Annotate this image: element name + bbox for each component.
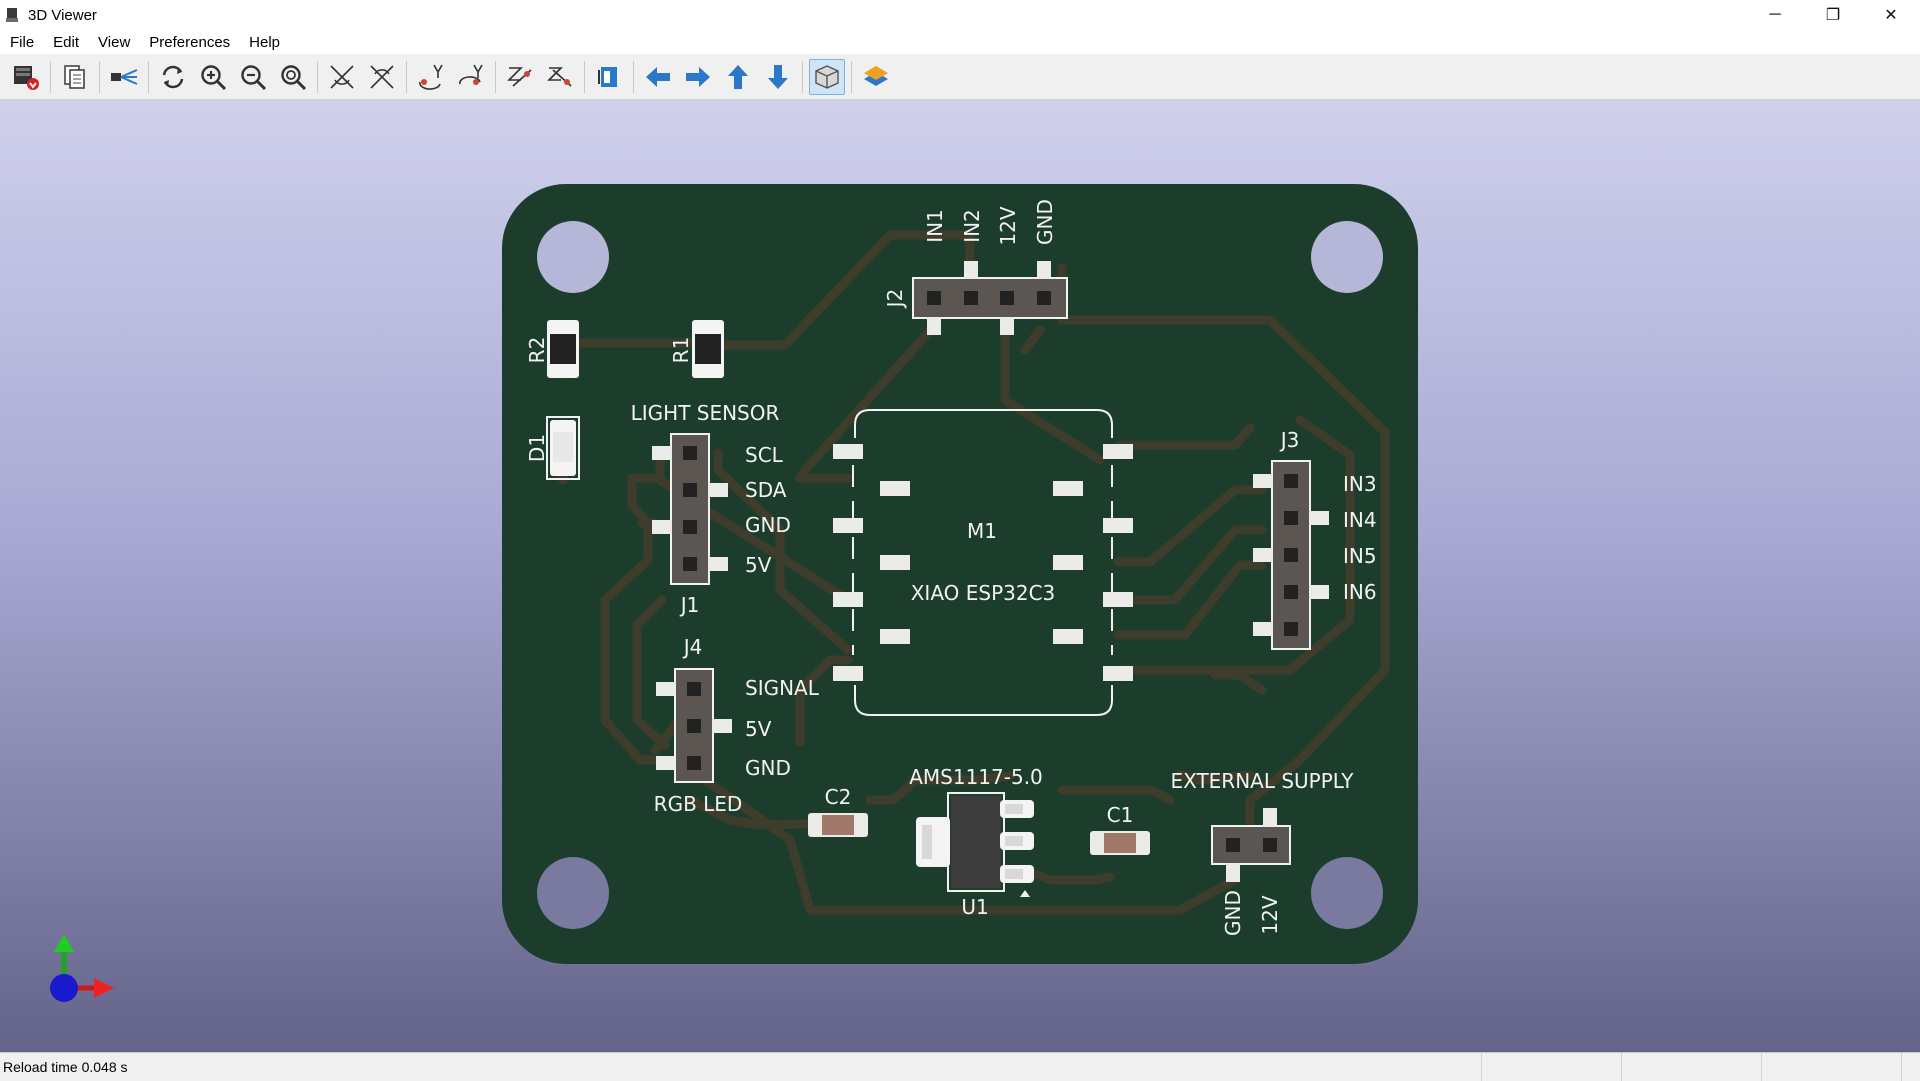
title-bar: 3D Viewer ─ ❐ ✕ xyxy=(0,0,1920,30)
j1-pin-gnd: GND xyxy=(745,513,791,537)
connector-external-supply: EXTERNAL SUPPLY GND 12V xyxy=(1170,769,1354,936)
j2-label: J2 xyxy=(883,289,907,310)
status-bar: Reload time 0.048 s xyxy=(0,1052,1920,1081)
pcb-board xyxy=(502,184,1418,964)
j3-pin-in3: IN3 xyxy=(1343,472,1377,496)
zoom-out-icon[interactable] xyxy=(235,59,271,95)
capacitor-c1: C1 xyxy=(1090,803,1150,855)
pan-right-icon[interactable] xyxy=(680,59,716,95)
m1-value: XIAO ESP32C3 xyxy=(911,581,1056,605)
menu-edit[interactable]: Edit xyxy=(53,33,80,51)
rotate-z-ccw-icon[interactable] xyxy=(542,59,578,95)
mounting-hole xyxy=(1311,221,1383,293)
module-m1: M1 XIAO ESP32C3 xyxy=(833,409,1133,716)
j1-pin-scl: SCL xyxy=(745,443,784,467)
reload-icon[interactable] xyxy=(155,59,191,95)
pan-left-icon[interactable] xyxy=(640,59,676,95)
ext-pin-gnd: GND xyxy=(1221,890,1245,936)
u1-value: AMS1117-5.0 xyxy=(909,765,1043,789)
rotate-x-cw-icon[interactable] xyxy=(324,59,360,95)
j2-pin-12v: 12V xyxy=(996,206,1020,245)
r1-label: R1 xyxy=(669,337,693,364)
light-sensor-label: LIGHT SENSOR xyxy=(631,401,780,425)
capacitor-c2: C2 xyxy=(808,785,868,837)
layers-icon[interactable] xyxy=(858,59,894,95)
flip-board-icon[interactable] xyxy=(591,59,627,95)
rotate-x-ccw-icon[interactable] xyxy=(364,59,400,95)
pan-down-icon[interactable] xyxy=(760,59,796,95)
zoom-in-icon[interactable] xyxy=(195,59,231,95)
c1-label: C1 xyxy=(1107,803,1134,827)
j3-pin-in5: IN5 xyxy=(1343,544,1377,568)
mounting-hole xyxy=(1311,857,1383,929)
j3-pin-in4: IN4 xyxy=(1343,508,1377,532)
window-title: 3D Viewer xyxy=(28,6,97,24)
menu-bar: File Edit View Preferences Help xyxy=(0,30,1920,54)
axis-gizmo xyxy=(50,934,114,1002)
status-cell-empty xyxy=(1482,1053,1622,1081)
connector-j4: J4 SIGNAL 5V GND RGB LED xyxy=(654,635,820,816)
resistor-r2: R2 xyxy=(525,320,579,378)
close-button[interactable]: ✕ xyxy=(1884,7,1898,24)
j1-pin-5v: 5V xyxy=(745,553,772,577)
copy-icon[interactable] xyxy=(57,59,93,95)
status-reload-time: Reload time 0.048 s xyxy=(0,1053,1482,1081)
j4-pin-gnd: GND xyxy=(745,756,791,780)
connector-j3: J3 IN3 IN4 IN5 IN6 xyxy=(1253,428,1377,650)
external-supply-label: EXTERNAL SUPPLY xyxy=(1170,769,1354,793)
3d-viewport[interactable]: R2 R1 D1 J2 IN1 IN2 xyxy=(0,100,1920,1052)
rotate-y-cw-icon[interactable] xyxy=(413,59,449,95)
j3-pin-in6: IN6 xyxy=(1343,580,1377,604)
rotate-y-ccw-icon[interactable] xyxy=(453,59,489,95)
m1-label: M1 xyxy=(967,519,997,543)
u1-label: U1 xyxy=(961,895,988,919)
toolbar xyxy=(0,54,1920,100)
j4-pin-signal: SIGNAL xyxy=(745,676,820,700)
mounting-hole xyxy=(537,857,609,929)
resistor-r1: R1 xyxy=(669,320,724,378)
minimize-button[interactable]: ─ xyxy=(1769,6,1781,23)
zoom-fit-icon[interactable] xyxy=(275,59,311,95)
connector-j2: J2 IN1 IN2 12V GND xyxy=(883,199,1068,335)
copper-traces xyxy=(558,230,1390,915)
c2-label: C2 xyxy=(825,785,852,809)
j1-label: J1 xyxy=(679,593,700,617)
j2-pin-in2: IN2 xyxy=(960,209,984,243)
r2-label: R2 xyxy=(525,337,549,364)
j2-pin-in1: IN1 xyxy=(923,209,947,243)
status-cell-empty xyxy=(1762,1053,1902,1081)
status-cell-empty xyxy=(1622,1053,1762,1081)
menu-view[interactable]: View xyxy=(98,33,131,51)
j4-label: J4 xyxy=(682,635,703,659)
j1-pin-sda: SDA xyxy=(745,478,787,502)
j3-label: J3 xyxy=(1279,428,1300,452)
render-icon[interactable] xyxy=(8,59,44,95)
d1-label: D1 xyxy=(525,434,549,462)
j2-pin-gnd: GND xyxy=(1033,199,1057,245)
connector-j1: LIGHT SENSOR SCL SDA GND 5V J1 xyxy=(631,401,791,617)
menu-file[interactable]: File xyxy=(10,33,35,51)
menu-help[interactable]: Help xyxy=(249,33,281,51)
regulator-u1: AMS1117-5.0 U1 xyxy=(909,765,1043,919)
mounting-hole xyxy=(537,221,609,293)
app-icon xyxy=(6,7,20,23)
ext-pin-12v: 12V xyxy=(1258,895,1282,934)
restore-button[interactable]: ❐ xyxy=(1825,7,1841,24)
j4-pin-5v: 5V xyxy=(745,717,772,741)
pan-up-icon[interactable] xyxy=(720,59,756,95)
rgb-led-label: RGB LED xyxy=(654,792,743,816)
menu-preferences[interactable]: Preferences xyxy=(149,33,231,51)
raytrace-icon[interactable] xyxy=(106,59,142,95)
rotate-z-cw-icon[interactable] xyxy=(502,59,538,95)
led-d1: D1 xyxy=(525,416,580,480)
orthographic-icon[interactable] xyxy=(809,58,845,95)
